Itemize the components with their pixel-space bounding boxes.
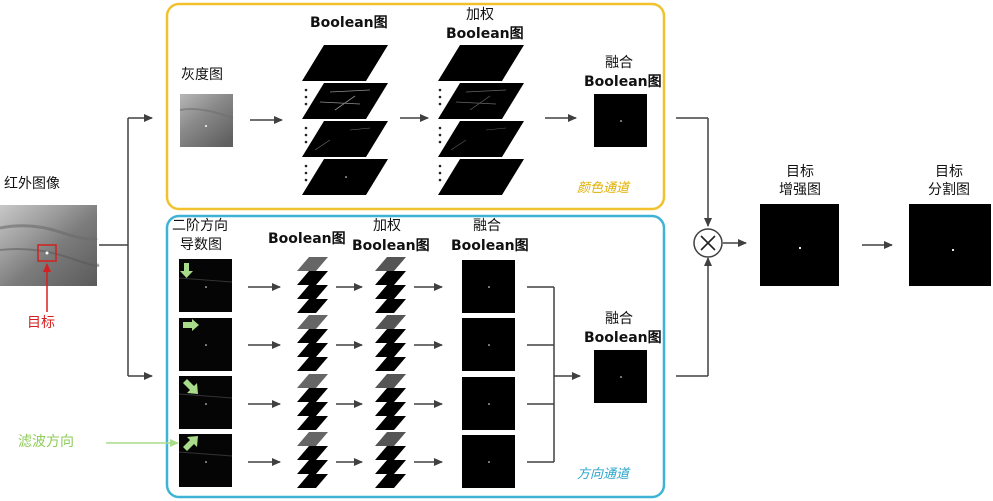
target-enhanced-image [760,204,839,286]
arrows-to-multiply [676,117,712,377]
weighted-label-color-1: 加权 [466,7,494,23]
boolean-stack-color [302,45,388,195]
gray-image-label: 灰度图 [181,67,223,83]
weighted-label-direction-2: Boolean图 [352,238,430,254]
arrows-weighted-to-fused [414,283,443,466]
direction-channel-panel [165,214,666,499]
multiply-operator-icon [693,228,723,258]
merge-bracket [527,286,581,463]
fused-label-color-1: 融合 [605,55,633,71]
segmented-label-1: 目标 [935,164,963,180]
fused-label-color-2: Boolean图 [584,74,662,90]
boolean-stacks-direction [297,257,328,488]
boolean-label-direction: Boolean图 [268,231,346,247]
fused-boolean-rows [462,260,515,488]
weighted-label-color-2: Boolean图 [446,26,524,42]
filter-direction-label: 滤波方向 [18,434,74,450]
segmented-label-2: 分割图 [928,182,970,198]
filter-arrow-diag-down-icon [183,379,198,394]
derivative-label-2: 导数图 [180,237,222,253]
filter-direction-arrows [180,263,199,451]
enhanced-label-2: 增强图 [779,182,821,198]
derivative-images [178,259,233,487]
infrared-image-label: 红外图像 [4,176,60,192]
filter-arrow-down-icon [180,263,193,278]
target-segmented-image [909,204,991,286]
arrows-deriv-to-boolean [248,283,281,466]
weighted-label-direction-1: 加权 [373,218,401,234]
weighted-stacks-direction [375,257,406,488]
color-channel-panel [165,2,666,211]
fused-label-direction-2: Boolean图 [451,238,529,254]
input-split-arrows [99,114,153,380]
weighted-stack-color [438,45,524,195]
filter-arrow-diag-up-icon [183,436,198,451]
gray-image [179,94,234,147]
target-label: 目标 [27,315,55,331]
filter-arrow-right-icon [183,319,199,331]
fused-boolean-direction [594,350,647,403]
direction-channel-label: 方向通道 [577,467,630,482]
color-channel-label: 颜色通道 [577,181,630,196]
final-fused-label-1: 融合 [605,311,633,327]
infrared-image [0,205,100,286]
fused-label-direction-1: 融合 [473,218,501,234]
fused-boolean-color [594,94,647,147]
enhanced-label-1: 目标 [786,164,814,180]
arrows-boolean-to-weighted [336,283,363,466]
boolean-label-color: Boolean图 [310,15,388,31]
derivative-label-1: 二阶方向 [172,218,228,234]
final-fused-label-2: Boolean图 [584,330,662,346]
target-marker-box [37,244,57,262]
